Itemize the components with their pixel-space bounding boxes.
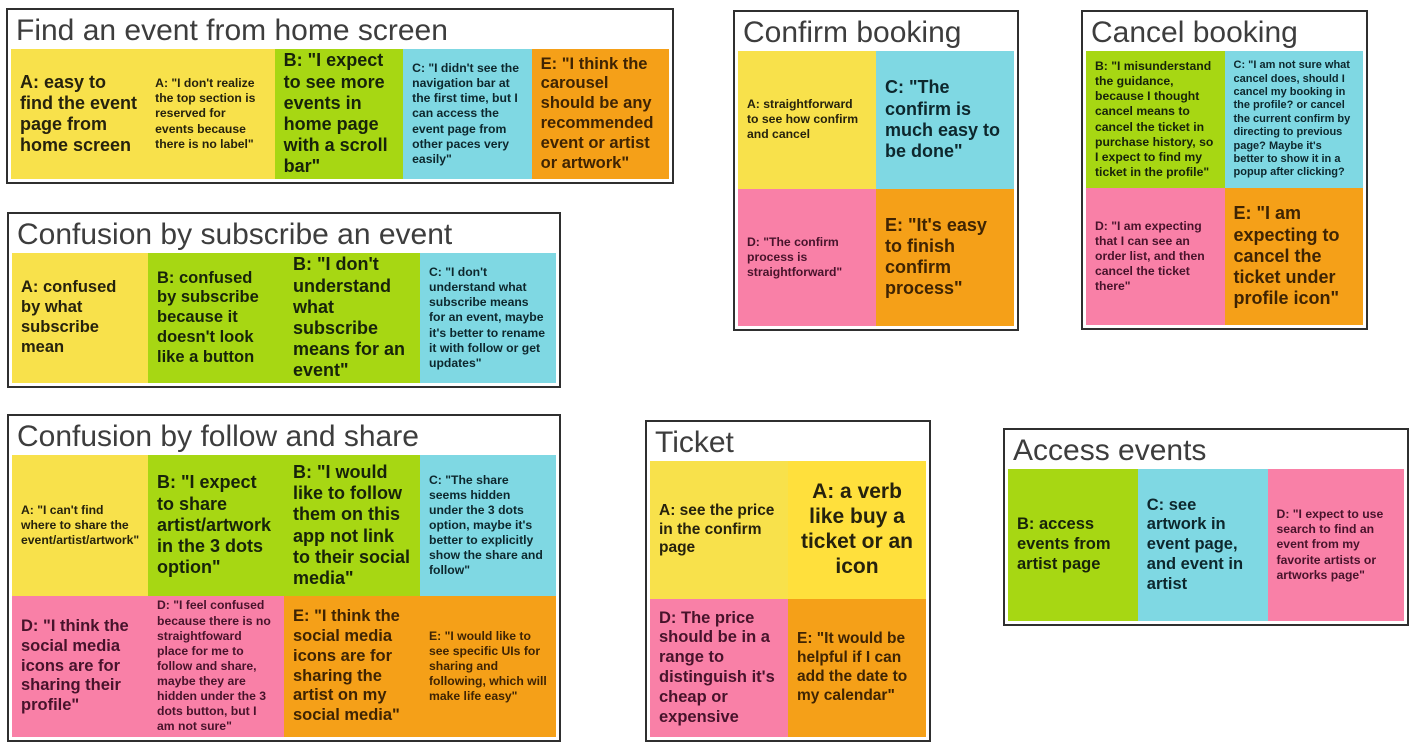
sticky-note-text: B: "I would like to follow them on this …: [293, 461, 411, 588]
group-confusion-by-subscribe: Confusion by subscribe an event A: confu…: [7, 212, 561, 388]
sticky-note[interactable]: C: "I don't understand what subscribe me…: [420, 253, 556, 383]
note-row: B: "I misunderstand the guidance, becaus…: [1086, 51, 1363, 188]
note-row: A: "I can't find where to share the even…: [12, 455, 556, 596]
sticky-note[interactable]: D: "I expect to use search to find an ev…: [1267, 469, 1404, 621]
sticky-note-text: E: "It's easy to finish confirm process": [885, 214, 987, 299]
sticky-note-text: A: a verb like buy a ticket or an icon: [800, 480, 914, 578]
sticky-note[interactable]: D: "I feel confused because there is no …: [148, 596, 284, 737]
note-row: D: "I am expecting that I can see an ord…: [1086, 188, 1363, 325]
sticky-note[interactable]: E: "It's easy to finish confirm process": [876, 188, 1014, 326]
sticky-note-text: D: The price should be in a range to dis…: [659, 608, 775, 726]
sticky-note-text: E: "I am expecting to cancel the ticket …: [1233, 203, 1340, 309]
sticky-note[interactable]: C: "The confirm is much easy to be done": [876, 51, 1014, 189]
sticky-note[interactable]: E: "I think the social media icons are f…: [284, 596, 420, 737]
sticky-note-text: B: "I expect to share artist/artwork in …: [157, 472, 272, 578]
sticky-note-text: A: "I can't find where to share the even…: [21, 502, 140, 548]
sticky-note-text: C: "I didn't see the navigation bar at t…: [412, 61, 520, 166]
note-row: D: The price should be in a range to dis…: [650, 599, 926, 737]
notes-area: B: access events from artist page C: see …: [1005, 469, 1407, 624]
group-title: Cancel booking: [1091, 16, 1298, 49]
group-title: Confusion by subscribe an event: [17, 218, 453, 251]
sticky-note[interactable]: B: "I don't understand what subscribe me…: [284, 253, 420, 383]
notes-area: A: confused by what subscribe mean B: con…: [9, 253, 559, 386]
sticky-note[interactable]: A: confused by what subscribe mean: [12, 253, 148, 383]
group-access-events: Access events B: access events from arti…: [1003, 428, 1409, 626]
notes-area: A: easy to find the event page from home…: [8, 49, 672, 182]
sticky-note-text: C: "The confirm is much easy to be done": [885, 77, 1001, 161]
sticky-note[interactable]: D: "The confirm process is straightforwa…: [738, 188, 876, 326]
sticky-note[interactable]: C: "I am not sure what cancel does, shou…: [1224, 51, 1363, 188]
group-confusion-by-follow-and-share: Confusion by follow and share A: "I can'…: [7, 414, 561, 742]
sticky-note[interactable]: B: "I would like to follow them on this …: [284, 455, 420, 596]
sticky-note-text: B: confused by subscribe because it does…: [157, 268, 259, 366]
sticky-note[interactable]: B: confused by subscribe because it does…: [148, 253, 284, 383]
group-ticket: Ticket A: see the price in the confirm p…: [645, 420, 931, 742]
sticky-note-text: C: "I am not sure what cancel does, shou…: [1233, 59, 1351, 179]
sticky-note[interactable]: C: see artwork in event page, and event …: [1137, 469, 1268, 621]
sticky-note-text: D: "I am expecting that I can see an ord…: [1095, 218, 1205, 294]
sticky-note-text: A: straightforward to see how confirm an…: [747, 97, 859, 142]
notes-area: A: straightforward to see how confirm an…: [735, 51, 1017, 329]
group-title: Confusion by follow and share: [17, 420, 419, 453]
group-title: Access events: [1013, 434, 1207, 467]
sticky-note[interactable]: B: "I misunderstand the guidance, becaus…: [1086, 51, 1225, 188]
sticky-note[interactable]: A: "I can't find where to share the even…: [12, 455, 148, 596]
group-title: Confirm booking: [743, 16, 962, 49]
note-row: D: "I think the social media icons are f…: [12, 596, 556, 737]
sticky-note-text: E: "It would be helpful if I can add the…: [797, 630, 908, 704]
sticky-note[interactable]: E: "It would be helpful if I can add the…: [788, 599, 926, 737]
note-row: A: confused by what subscribe mean B: con…: [12, 253, 556, 383]
sticky-note[interactable]: A: "I don't realize the top section is r…: [146, 49, 275, 179]
sticky-note-text: E: "I think the social media icons are f…: [293, 607, 400, 725]
sticky-note-text: D: "I feel confused because there is no …: [157, 598, 271, 734]
sticky-note[interactable]: E: "I am expecting to cancel the ticket …: [1224, 188, 1363, 325]
sticky-note-text: E: "I think the carousel should be any r…: [540, 54, 654, 172]
sticky-note[interactable]: A: a verb like buy a ticket or an icon: [788, 461, 926, 599]
notes-area: A: "I can't find where to share the even…: [9, 455, 559, 740]
sticky-note-text: A: see the price in the confirm page: [659, 501, 775, 557]
notes-area: A: see the price in the confirm page A: a…: [647, 461, 929, 740]
sticky-note-text: C: "The share seems hidden under the 3 d…: [429, 472, 543, 578]
sticky-note-text: A: easy to find the event page from home…: [20, 71, 138, 156]
sticky-note-text: C: see artwork in event page, and event …: [1146, 495, 1244, 593]
sticky-note-text: D: "The confirm process is straightforwa…: [747, 234, 843, 279]
group-confirm-booking: Confirm booking A: straightforward to se…: [733, 10, 1019, 331]
sticky-note[interactable]: D: The price should be in a range to dis…: [650, 599, 788, 737]
sticky-note[interactable]: C: "The share seems hidden under the 3 d…: [420, 455, 556, 596]
sticky-note[interactable]: C: "I didn't see the navigation bar at t…: [403, 49, 532, 179]
sticky-note-text: E: "I would like to see specific UIs for…: [429, 628, 547, 704]
sticky-note-text: B: access events from artist page: [1017, 515, 1111, 573]
sticky-note[interactable]: B: "I expect to see more events in home …: [274, 49, 404, 179]
sticky-note-text: A: confused by what subscribe mean: [21, 278, 117, 356]
sticky-note[interactable]: D: "I think the social media icons are f…: [12, 596, 148, 737]
sticky-note-text: D: "I expect to use search to find an ev…: [1276, 507, 1384, 582]
group-cancel-booking: Cancel booking B: "I misunderstand the g…: [1081, 10, 1368, 330]
sticky-note-text: B: "I misunderstand the guidance, becaus…: [1095, 59, 1214, 179]
note-row: A: see the price in the confirm page A: a…: [650, 461, 926, 599]
note-row: A: straightforward to see how confirm an…: [738, 51, 1014, 189]
sticky-note[interactable]: B: "I expect to share artist/artwork in …: [148, 455, 284, 596]
sticky-note[interactable]: A: see the price in the confirm page: [650, 461, 788, 599]
sticky-note[interactable]: E: "I think the carousel should be any r…: [531, 49, 669, 179]
group-title: Ticket: [655, 426, 734, 459]
group-find-event-from-home-screen: Find an event from home screen A: easy t…: [6, 8, 674, 184]
note-row: B: access events from artist page C: see …: [1008, 469, 1404, 621]
sticky-note[interactable]: B: access events from artist page: [1008, 469, 1138, 621]
note-row: A: easy to find the event page from home…: [11, 49, 669, 179]
note-row: D: "The confirm process is straightforwa…: [738, 188, 1014, 326]
sticky-note-text: B: "I expect to see more events in home …: [283, 50, 388, 177]
sticky-note[interactable]: A: easy to find the event page from home…: [11, 49, 147, 179]
sticky-note[interactable]: E: "I would like to see specific UIs for…: [420, 596, 556, 737]
sticky-note[interactable]: A: straightforward to see how confirm an…: [738, 51, 876, 189]
notes-area: B: "I misunderstand the guidance, becaus…: [1083, 51, 1366, 328]
group-title: Find an event from home screen: [16, 14, 448, 47]
sticky-note[interactable]: D: "I am expecting that I can see an ord…: [1086, 188, 1225, 325]
sticky-note-text: A: "I don't realize the top section is r…: [155, 76, 256, 151]
sticky-note-text: D: "I think the social media icons are f…: [21, 617, 129, 715]
sticky-note-text: C: "I don't understand what subscribe me…: [429, 265, 546, 370]
sticky-note-text: B: "I don't understand what subscribe me…: [293, 254, 406, 381]
